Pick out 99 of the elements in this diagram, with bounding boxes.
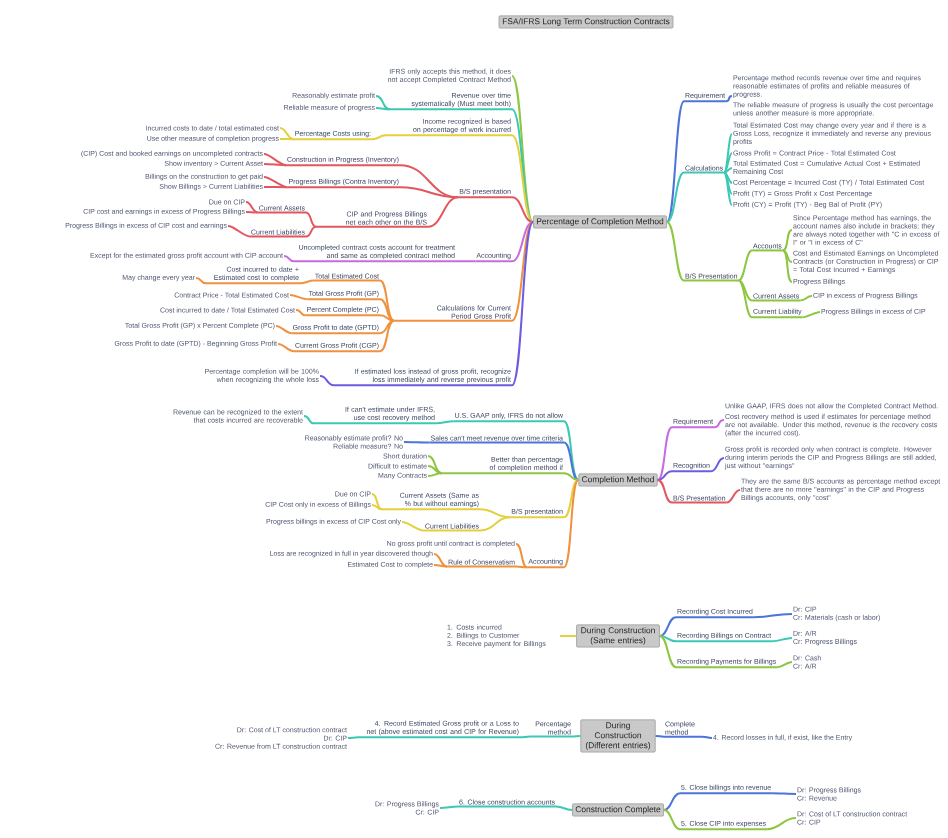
branch-line — [379, 319, 395, 353]
branch-line — [279, 138, 295, 141]
branch-line — [245, 210, 259, 214]
branch-line — [511, 134, 535, 223]
branch-line — [371, 503, 383, 511]
branch-line — [658, 634, 677, 643]
branch-line — [433, 563, 449, 568]
branch-line — [559, 634, 578, 637]
branch-line — [656, 470, 673, 481]
branch-line — [511, 221, 535, 263]
branch-line — [299, 279, 315, 285]
branch-line — [303, 414, 315, 425]
branch-line — [403, 441, 431, 444]
branch-line — [275, 324, 293, 335]
branch-line — [776, 660, 793, 669]
branch-line — [737, 249, 753, 282]
branch-line — [656, 479, 673, 504]
branch-line — [375, 95, 391, 111]
branch-line — [723, 152, 733, 174]
branch-line — [665, 171, 685, 223]
branch-line — [479, 516, 512, 532]
branch-line — [277, 343, 295, 353]
branch-line — [479, 508, 512, 519]
branch-line — [713, 418, 725, 429]
branch-line — [662, 792, 681, 811]
branch-line — [227, 225, 251, 238]
branch-line — [511, 221, 535, 322]
branch-line — [439, 805, 460, 809]
branch-line — [723, 171, 733, 184]
branch-line — [427, 464, 443, 475]
branch-line — [379, 319, 395, 335]
branch-line — [701, 735, 713, 739]
branch-line — [511, 196, 535, 223]
branch-line — [737, 279, 753, 319]
branch-line — [283, 254, 295, 263]
branch-line — [195, 277, 207, 285]
branch-line — [752, 612, 793, 619]
branch-line — [723, 133, 733, 174]
branch-line — [263, 153, 287, 167]
branch-line — [319, 374, 335, 387]
branch-line — [771, 792, 797, 795]
branch-line — [433, 552, 449, 568]
branch-line — [723, 171, 733, 195]
branch-line — [781, 249, 793, 283]
branch-line — [455, 260, 477, 263]
branch-line — [401, 521, 425, 532]
branch-line — [427, 196, 460, 228]
branch-line — [709, 456, 725, 473]
branch-line — [379, 279, 395, 322]
branch-line — [571, 734, 582, 738]
branch-line — [263, 163, 287, 167]
branch-line — [515, 565, 529, 569]
branch-line — [563, 479, 580, 569]
branch-line — [289, 294, 309, 301]
branch-line — [725, 95, 733, 103]
branch-line — [737, 279, 753, 302]
branch-line — [371, 134, 387, 141]
branch-line — [654, 734, 665, 738]
branch-line — [723, 166, 733, 174]
branch-line — [305, 211, 317, 228]
branch-line — [295, 309, 307, 317]
branch-line — [347, 736, 359, 739]
branch-line — [305, 225, 317, 238]
branch-line — [519, 735, 531, 739]
branch-line — [665, 221, 685, 282]
branch-line — [555, 805, 574, 811]
branch-line — [427, 454, 443, 475]
branch-line — [725, 488, 741, 504]
branch-line — [511, 75, 535, 223]
branch-line — [371, 492, 383, 511]
branch-line — [801, 311, 821, 319]
branch-line — [563, 479, 580, 519]
branch-line — [771, 636, 793, 643]
branch-line — [263, 176, 289, 189]
branch-line — [665, 100, 685, 223]
branch-line — [781, 229, 793, 252]
branch-line — [662, 808, 681, 831]
branch-line — [245, 201, 259, 214]
branch-line — [658, 634, 677, 669]
branch-line — [375, 107, 391, 111]
branch-line — [563, 472, 580, 481]
branch-line — [766, 816, 797, 831]
branch-line — [427, 472, 443, 477]
branch-line — [563, 441, 580, 481]
branch-line — [263, 185, 289, 189]
branch-line — [656, 426, 673, 481]
branch-line — [399, 186, 460, 199]
branch-line — [435, 420, 455, 425]
branch-line — [799, 294, 813, 302]
branch-line — [379, 298, 395, 322]
branch-line — [781, 249, 793, 263]
branch-line — [511, 108, 535, 223]
branch-line — [515, 542, 529, 569]
branch-line — [563, 420, 580, 481]
branch-line — [279, 126, 295, 141]
branch-line — [511, 221, 535, 387]
branch-line — [723, 171, 733, 206]
branch-line — [379, 314, 395, 322]
branch-line — [658, 616, 677, 637]
